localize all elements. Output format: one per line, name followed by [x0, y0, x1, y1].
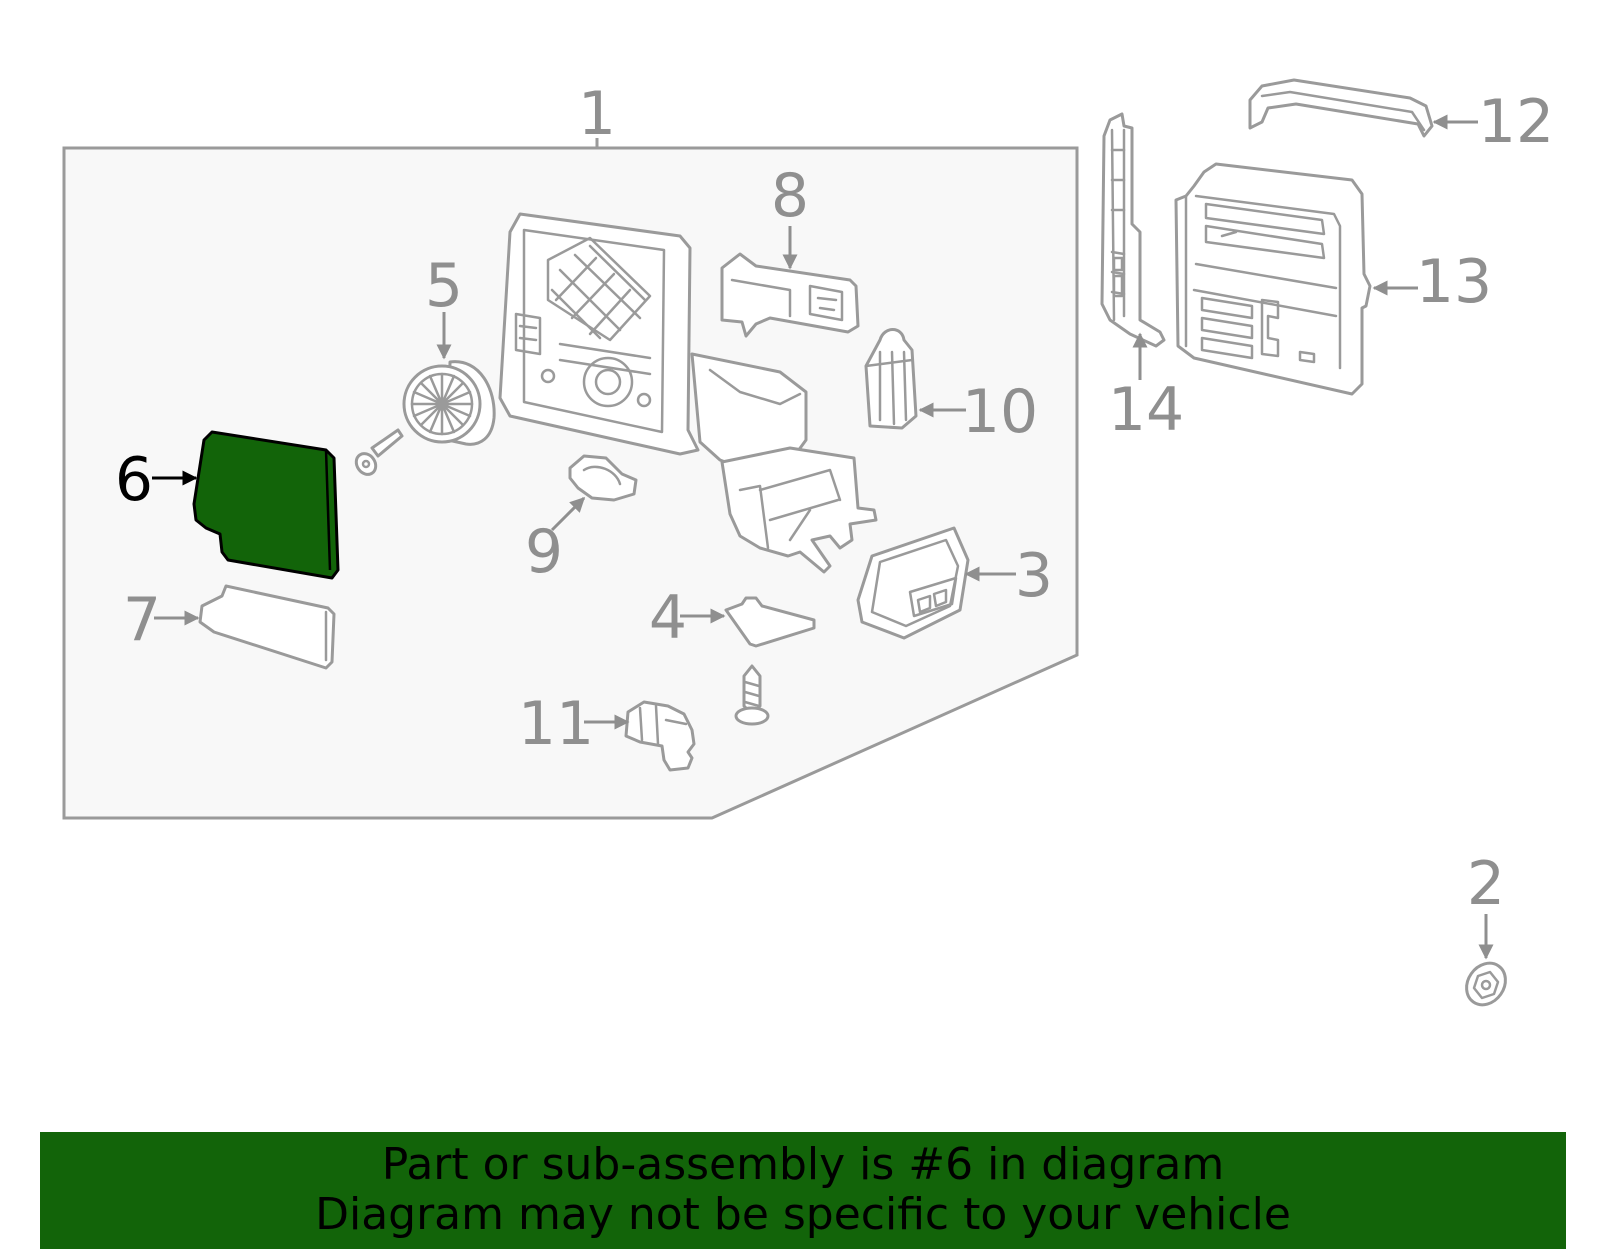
callout-9: 9 — [525, 517, 563, 587]
callout-7: 7 — [123, 585, 161, 655]
cap-strip-part — [1248, 78, 1434, 138]
trim-strip-part — [1100, 112, 1166, 348]
info-banner: Part or sub-assembly is #6 in diagram Di… — [40, 1132, 1566, 1249]
callout-13: 13 — [1416, 247, 1492, 317]
motor-part — [402, 360, 496, 446]
lower-screw-part — [734, 664, 770, 726]
callout-12: 12 — [1478, 87, 1554, 157]
connector-part — [864, 328, 918, 430]
banner-line-1: Part or sub-assembly is #6 in diagram — [381, 1139, 1225, 1190]
mirror-cover-part — [1174, 162, 1372, 396]
callout-11: 11 — [518, 689, 594, 759]
sensor-part — [624, 700, 696, 772]
callout-5: 5 — [425, 251, 463, 321]
callout-1: 1 — [578, 79, 616, 149]
callout-14: 14 — [1108, 375, 1184, 445]
bracket-part — [720, 252, 860, 338]
nut-part — [1465, 961, 1507, 1007]
banner-line-2: Diagram may not be specific to your vehi… — [315, 1189, 1291, 1240]
module-part — [856, 526, 970, 640]
clip-part — [568, 454, 638, 502]
screw-part — [354, 428, 404, 476]
callout-10: 10 — [962, 377, 1038, 447]
callout-9-arrow — [550, 496, 586, 532]
callout-8: 8 — [771, 161, 809, 231]
mirror-housing-part — [498, 212, 878, 574]
backing-plate-part — [198, 584, 336, 670]
callout-2: 2 — [1467, 849, 1505, 919]
callout-6[interactable]: 6 — [115, 445, 153, 515]
callout-4: 4 — [649, 583, 687, 653]
small-plate-part — [724, 596, 816, 648]
callout-3: 3 — [1015, 541, 1053, 611]
mirror-glass-part-highlighted — [192, 430, 340, 580]
